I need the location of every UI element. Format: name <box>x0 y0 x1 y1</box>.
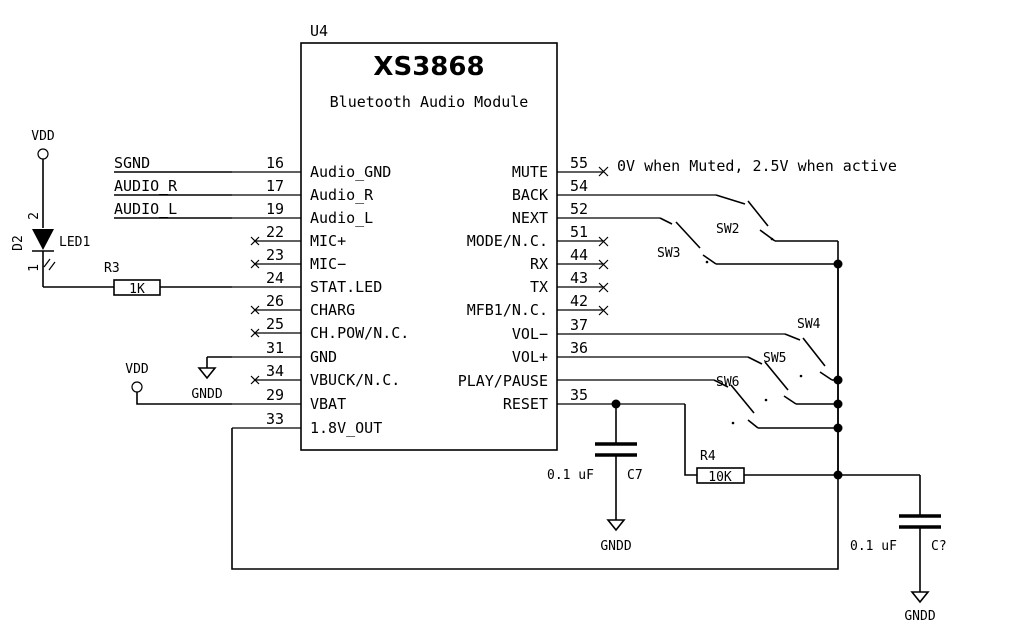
left-pin-name: VBUCK/N.C. <box>310 371 400 389</box>
sw3-label: SW3 <box>657 246 680 261</box>
left-pin-name: CH.POW/N.C. <box>310 324 409 342</box>
no-connect-marks-right <box>598 166 609 316</box>
switch-wiring[interactable] <box>659 194 839 475</box>
right-pin-number: 43 <box>570 269 588 287</box>
right-pin-number: 35 <box>570 386 588 404</box>
left-pin-name: Audio_L <box>310 209 373 227</box>
led-name: LED1 <box>59 235 90 250</box>
right-pin-number: 44 <box>570 246 588 264</box>
vdd-label-top: VDD <box>31 129 55 144</box>
right-pin-number: 55 <box>570 154 588 172</box>
u4-chip-body <box>300 42 558 451</box>
gndd-c7-label: GNDD <box>600 539 631 554</box>
vdd-terminal-left <box>131 381 143 393</box>
right-pin-name: MFB1/N.C. <box>467 301 548 319</box>
right-pin-name: PLAY/PAUSE <box>458 372 548 390</box>
r4-ref: R4 <box>700 449 716 464</box>
junction-dots <box>611 259 843 480</box>
sw6-label: SW6 <box>716 375 739 390</box>
left-pin-number: 17 <box>266 177 284 195</box>
net-wires-left <box>114 171 232 219</box>
right-pins: 55 MUTE 54 BACK 52 NEXT 51 MODE/N.C. 44 … <box>458 154 785 413</box>
left-pin-name: Audio_R <box>310 186 374 204</box>
left-pin-number: 26 <box>266 292 284 310</box>
vdd-terminal-top <box>37 148 49 160</box>
right-pin-name: NEXT <box>512 209 548 227</box>
left-pin-number: 31 <box>266 339 284 357</box>
right-pin-number: 37 <box>570 316 588 334</box>
right-pin-number: 54 <box>570 177 588 195</box>
left-pin-name: CHARG <box>310 301 355 319</box>
right-pin-name: RESET <box>503 395 548 413</box>
sw2-label: SW2 <box>716 222 739 237</box>
left-pin-number: 25 <box>266 315 284 333</box>
left-pin-number: 34 <box>266 362 284 380</box>
sw4-label: SW4 <box>797 317 821 332</box>
left-pin-number: 33 <box>266 410 284 428</box>
mute-note: 0V when Muted, 2.5V when active <box>617 157 897 175</box>
left-pin-name: STAT.LED <box>310 278 382 296</box>
right-pin-name: MODE/N.C. <box>467 232 548 250</box>
left-pin-name: MIC+ <box>310 232 346 250</box>
led-ref: D2 <box>11 235 26 251</box>
led-pin2: 2 <box>27 212 42 220</box>
no-connect-marks-left <box>250 236 260 385</box>
left-pin-number: 16 <box>266 154 284 172</box>
u4-ref: U4 <box>310 22 328 40</box>
left-pin-name: 1.8V_OUT <box>310 419 382 437</box>
left-pin-number: 19 <box>266 200 284 218</box>
net-label-sgnd: SGND <box>114 154 150 172</box>
right-pin-name: RX <box>530 255 548 273</box>
right-pin-number: 36 <box>570 339 588 357</box>
u4-name: XS3868 <box>373 52 484 82</box>
net-label-audio-l: AUDIO_L <box>114 200 177 218</box>
cq-ref: C? <box>931 539 947 554</box>
left-pin-number: 24 <box>266 269 284 287</box>
right-pin-number: 42 <box>570 292 588 310</box>
gndd-left-symbol <box>197 356 232 380</box>
left-pin-number: 23 <box>266 246 284 264</box>
sw5-label: SW5 <box>763 351 786 366</box>
left-pin-name: GND <box>310 348 337 366</box>
r4-value: 10K <box>708 470 732 485</box>
r3-value: 1K <box>129 282 145 297</box>
led-d2 <box>32 229 56 287</box>
right-pin-name: TX <box>530 278 548 296</box>
left-pin-name: MIC− <box>310 255 346 273</box>
gndd-left-label: GNDD <box>191 387 222 402</box>
left-pins: 16 Audio_GND 17 Audio_R 19 Audio_L 22 MI… <box>232 154 409 437</box>
capacitor-c7 <box>595 404 637 532</box>
switch-dots <box>705 237 803 425</box>
left-pin-name: VBAT <box>310 395 346 413</box>
left-pin-number: 29 <box>266 386 284 404</box>
cq-value: 0.1 uF <box>850 539 897 554</box>
vdd-label-left: VDD <box>125 362 149 377</box>
right-pin-name: MUTE <box>512 163 548 181</box>
right-pin-name: VOL+ <box>512 348 548 366</box>
right-pin-name: VOL− <box>512 325 548 343</box>
right-pin-number: 51 <box>570 223 588 241</box>
capacitor-cq <box>838 474 941 604</box>
right-pin-name: BACK <box>512 186 548 204</box>
gndd-cq-label: GNDD <box>904 609 935 624</box>
left-pin-name: Audio_GND <box>310 163 391 181</box>
net-label-audio-r: AUDIO_R <box>114 177 178 195</box>
r3-ref: R3 <box>104 261 120 276</box>
left-pin-number: 22 <box>266 223 284 241</box>
c7-value: 0.1 uF <box>547 468 594 483</box>
u4-description: Bluetooth Audio Module <box>330 93 529 111</box>
c7-ref: C7 <box>627 468 643 483</box>
right-pin-number: 52 <box>570 200 588 218</box>
led-pin1: 1 <box>27 264 42 272</box>
